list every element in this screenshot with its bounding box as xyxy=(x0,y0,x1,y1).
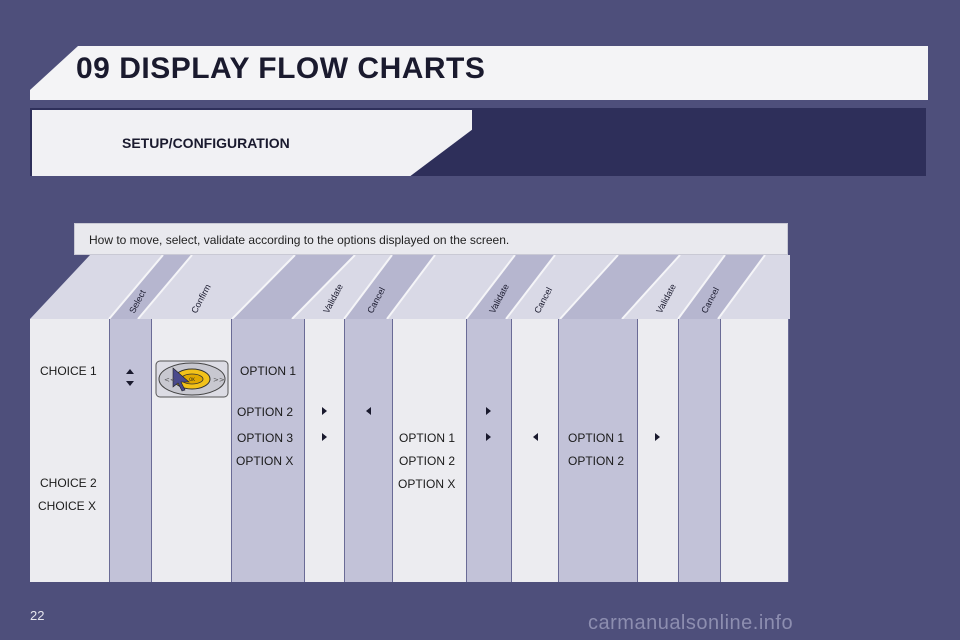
section-title: SETUP/CONFIGURATION xyxy=(122,135,290,151)
svg-text:<<: << xyxy=(164,376,176,384)
header-select-band xyxy=(109,255,192,319)
level1-option-x: OPTION X xyxy=(236,454,294,468)
level3-option-2: OPTION 2 xyxy=(568,454,625,468)
validate-arrow-icon xyxy=(486,407,491,415)
level1-option-2: OPTION 2 xyxy=(237,405,294,419)
control-knob-icon: << >> OK xyxy=(155,360,229,398)
instruction-text: How to move, select, validate according … xyxy=(74,223,788,255)
choice-2: CHOICE 2 xyxy=(40,476,97,490)
flowchart-header xyxy=(30,255,790,319)
column-validate-2 xyxy=(467,319,512,582)
column-end xyxy=(721,319,789,582)
page-number: 22 xyxy=(30,608,45,623)
header-level1-band xyxy=(232,255,355,319)
column-cancel-3 xyxy=(679,319,721,582)
choice-1: CHOICE 1 xyxy=(40,364,97,378)
column-level3-options xyxy=(559,319,638,582)
column-validate-3 xyxy=(638,319,679,582)
level2-option-x: OPTION X xyxy=(398,477,456,491)
cancel-arrow-icon xyxy=(366,407,371,415)
column-validate-1 xyxy=(305,319,345,582)
column-cancel-1 xyxy=(345,319,393,582)
header-validate2-band xyxy=(466,255,555,319)
knob-label: OK xyxy=(189,377,195,382)
title-band xyxy=(30,46,928,100)
validate-arrow-icon xyxy=(322,407,327,415)
validate-arrow-icon xyxy=(486,433,491,441)
header-cancel3-band xyxy=(678,255,765,319)
validate-arrow-icon xyxy=(655,433,660,441)
level1-option-3: OPTION 3 xyxy=(237,431,294,445)
column-choices xyxy=(30,319,110,582)
arrow-up-icon xyxy=(126,369,134,374)
choice-x: CHOICE X xyxy=(38,499,97,513)
column-select xyxy=(110,319,152,582)
column-level1-options xyxy=(232,319,305,582)
section-band xyxy=(32,110,472,176)
column-confirm xyxy=(152,319,232,582)
level2-option-1: OPTION 1 xyxy=(399,431,456,445)
column-cancel-2 xyxy=(512,319,559,582)
level3-option-1: OPTION 1 xyxy=(568,431,625,445)
header-cancel1-band xyxy=(344,255,435,319)
page-title: 09 DISPLAY FLOW CHARTS xyxy=(76,52,486,85)
svg-text:>>: >> xyxy=(213,376,225,384)
cancel-arrow-icon xyxy=(533,433,538,441)
arrow-down-icon xyxy=(126,381,134,386)
watermark: carmanualsonline.info xyxy=(588,612,794,634)
level2-option-2: OPTION 2 xyxy=(399,454,456,468)
header-level3-band xyxy=(560,255,680,319)
validate-arrow-icon xyxy=(322,433,327,441)
column-level2-options xyxy=(393,319,467,582)
level1-option-1: OPTION 1 xyxy=(240,364,297,378)
